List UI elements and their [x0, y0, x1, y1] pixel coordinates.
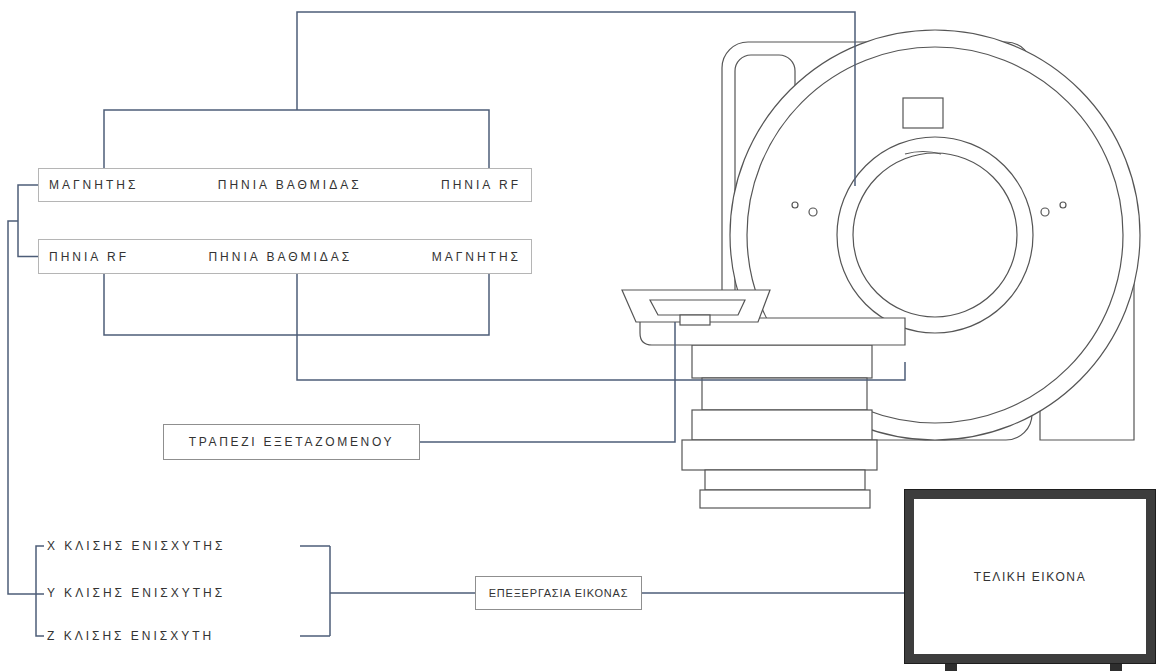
amplifier-label: X ΚΛΙΣΗΣ ΕΝΙΣΧΥΤΗΣ [47, 538, 225, 554]
component-box: ΠΗΝΙΑ RF ΠΗΝΙΑ ΒΑΘΜΙΔΑΣ ΜΑΓΝΗΤΗΣ [38, 239, 532, 274]
box-label: ΠΗΝΙΑ ΒΑΘΜΙΔΑΣ [208, 249, 352, 265]
box-label: ΠΗΝΙΑ ΒΑΘΜΙΔΑΣ [218, 177, 362, 193]
magnet-leader [104, 12, 855, 186]
box-label: ΜΑΓΝΗΤΗΣ [49, 177, 138, 193]
head-rest-inner [650, 300, 745, 315]
amplifier-feed-line [8, 221, 36, 594]
display-panel [903, 98, 943, 128]
control-button [1041, 208, 1049, 216]
amplifier-label: Z ΚΛΙΣΗΣ ΕΝΙΣΧΥΤΗ [47, 628, 214, 644]
amplifier-bracket-left [36, 546, 44, 636]
table-pedestal [682, 440, 877, 470]
amplifier-bracket-tick [300, 635, 330, 637]
table-leader [420, 322, 675, 442]
box-label: ΜΑΓΝΗΤΗΣ [432, 249, 521, 265]
table-base [705, 470, 865, 490]
table-box: ΤΡΑΠΕΖΙ ΕΞΕΤΑΖΟΜΕΝΟΥ [163, 424, 420, 460]
box-label: ΕΠΕΞΕΡΓΑΣΙΑ ΕΙΚΟΝΑΣ [489, 585, 629, 601]
control-button [792, 202, 798, 208]
table-pedestal [692, 345, 872, 378]
process-box: ΕΠΕΞΕΡΓΑΣΙΑ ΕΙΚΟΝΑΣ [475, 576, 642, 610]
bore-rim [837, 137, 1033, 333]
connector [642, 592, 905, 594]
box-label: ΠΗΝΙΑ RF [49, 249, 129, 265]
coil-leader [104, 274, 905, 380]
monitor-screen: ΤΕΛΙΚΗ ΕΙΚΟΝΑ [905, 490, 1155, 663]
control-button [1060, 202, 1066, 208]
box-label: ΤΡΑΠΕΖΙ ΕΞΕΤΑΖΟΜΕΝΟΥ [189, 434, 395, 450]
scanner-drawing [622, 30, 1140, 508]
table-pedestal [702, 378, 867, 410]
box-label: ΠΗΝΙΑ RF [441, 177, 521, 193]
table-pedestal [692, 410, 872, 440]
leader-lines [8, 12, 905, 636]
box-label: ΤΕΛΙΚΗ ΕΙΚΟΝΑ [974, 569, 1086, 585]
amplifier-output-line [330, 546, 475, 636]
table-base [700, 490, 870, 508]
connector [18, 185, 38, 257]
indicator [905, 152, 941, 155]
head-rest-mount [680, 315, 710, 325]
bore [853, 153, 1017, 317]
control-button [809, 208, 817, 216]
monitor-foot [945, 663, 957, 671]
component-box: ΜΑΓΝΗΤΗΣ ΠΗΝΙΑ ΒΑΘΜΙΔΑΣ ΠΗΝΙΑ RF [38, 168, 532, 202]
amplifier-bracket-tick [300, 545, 330, 547]
monitor-foot [1110, 663, 1122, 671]
amplifier-label: Y ΚΛΙΣΗΣ ΕΝΙΣΧΥΤΗΣ [47, 585, 225, 601]
